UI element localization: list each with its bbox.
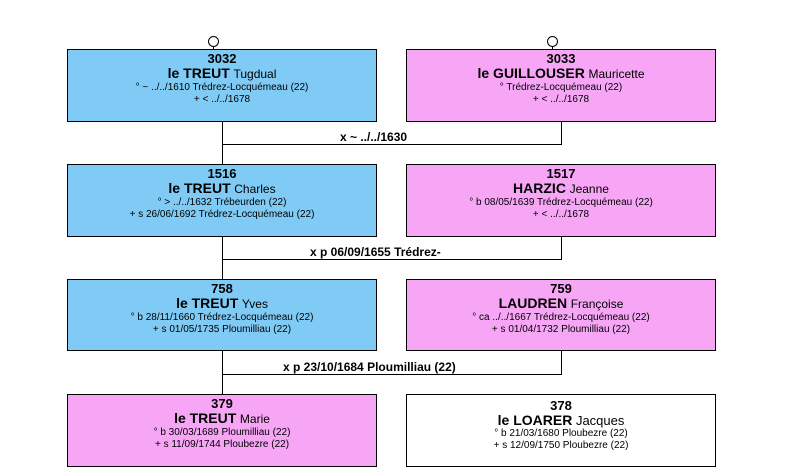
sosa-number: 379 bbox=[211, 396, 233, 411]
person-name: le TREUT Tugdual bbox=[167, 65, 277, 82]
union-label: x p 23/10/1684 Ploumilliau (22) bbox=[283, 360, 456, 374]
connector bbox=[222, 259, 562, 260]
union-label: x ~ ../../1630 bbox=[340, 130, 408, 144]
marker-stem-left bbox=[213, 46, 214, 50]
connector bbox=[222, 374, 562, 375]
person-box-3032[interactable]: 3032 le TREUT Tugdual ° ~ ../../1610 Tré… bbox=[67, 49, 377, 122]
person-name: le TREUT Yves bbox=[176, 295, 268, 312]
death-info: + s 11/09/1744 Ploubezre (22) bbox=[154, 439, 290, 450]
death-info: + s 12/09/1750 Ploubezre (22) bbox=[493, 440, 629, 451]
connector bbox=[561, 350, 562, 374]
connector bbox=[222, 121, 223, 165]
birth-info: ° b 08/05/1639 Trédrez-Locquémeau (22) bbox=[469, 197, 653, 208]
death-info: + < ../../1678 bbox=[532, 209, 590, 220]
sosa-number: 378 bbox=[550, 398, 572, 413]
sosa-number: 3032 bbox=[207, 51, 237, 66]
sosa-number: 1516 bbox=[207, 166, 237, 181]
person-box-758[interactable]: 758 le TREUT Yves ° b 28/11/1660 Trédrez… bbox=[67, 279, 377, 351]
person-box-3033[interactable]: 3033 le GUILLOUSER Mauricette ° Trédrez-… bbox=[406, 49, 716, 122]
sosa-number: 3033 bbox=[546, 51, 576, 66]
person-name: le LOARER Jacques bbox=[497, 412, 625, 429]
person-box-379[interactable]: 379 le TREUT Marie ° b 30/03/1689 Ploumi… bbox=[67, 394, 377, 467]
sosa-number: 759 bbox=[550, 281, 572, 296]
marker-stem-right bbox=[552, 46, 553, 50]
birth-info: ° Trédrez-Locquémeau (22) bbox=[499, 82, 623, 93]
person-name: LAUDREN Françoise bbox=[498, 295, 624, 312]
death-info: + < ../../1678 bbox=[532, 94, 590, 105]
person-name: le GUILLOUSER Mauricette bbox=[477, 65, 645, 82]
sosa-number: 1517 bbox=[546, 166, 576, 181]
birth-info: ° b 30/03/1689 Ploumilliau (22) bbox=[153, 427, 291, 438]
death-info: + < ../../1678 bbox=[193, 94, 251, 105]
birth-info: ° ~ ../../1610 Trédrez-Locquémeau (22) bbox=[135, 82, 309, 93]
connector bbox=[561, 236, 562, 259]
birth-info: ° b 28/11/1660 Trédrez-Locquémeau (22) bbox=[130, 312, 314, 323]
person-name: le TREUT Charles bbox=[168, 180, 276, 197]
connector bbox=[222, 350, 223, 395]
connector bbox=[222, 236, 223, 280]
birth-info: ° b 21/03/1680 Ploubezre (22) bbox=[494, 428, 628, 439]
person-box-1516[interactable]: 1516 le TREUT Charles ° > ../../1632 Tré… bbox=[67, 164, 377, 237]
connector bbox=[222, 144, 562, 145]
union-label: x p 06/09/1655 Trédrez- bbox=[310, 245, 441, 259]
death-info: + s 01/04/1732 Ploumilliau (22) bbox=[491, 324, 631, 335]
death-info: + s 01/05/1735 Ploumilliau (22) bbox=[152, 324, 292, 335]
connector bbox=[561, 121, 562, 144]
person-name: le TREUT Marie bbox=[174, 410, 270, 427]
sosa-number: 758 bbox=[211, 281, 233, 296]
birth-info: ° ca ../../1667 Trédrez-Locquémeau (22) bbox=[472, 312, 650, 323]
person-box-1517[interactable]: 1517 HARZIC Jeanne ° b 08/05/1639 Trédre… bbox=[406, 164, 716, 237]
person-name: HARZIC Jeanne bbox=[513, 180, 609, 197]
person-box-378[interactable]: 378 le LOARER Jacques ° b 21/03/1680 Plo… bbox=[406, 394, 716, 467]
person-box-759[interactable]: 759 LAUDREN Françoise ° ca ../../1667 Tr… bbox=[406, 279, 716, 351]
death-info: + s 26/06/1692 Trédrez-Locquémeau (22) bbox=[129, 209, 315, 220]
birth-info: ° > ../../1632 Trébeurden (22) bbox=[157, 197, 287, 208]
